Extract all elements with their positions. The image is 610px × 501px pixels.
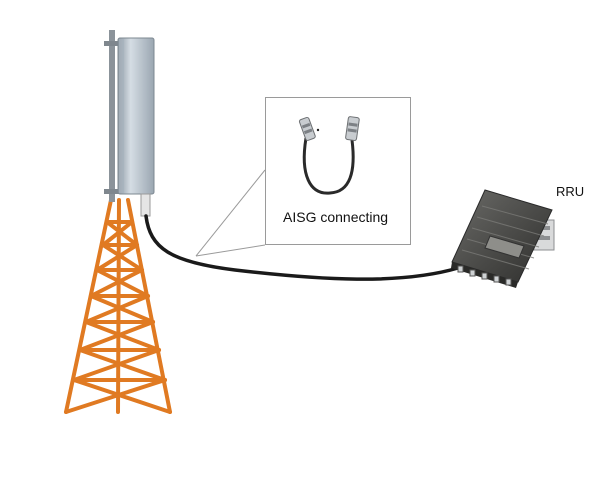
aisg-cable-icon <box>298 116 360 195</box>
aisg-cable-line <box>144 214 460 281</box>
callout-box <box>265 97 411 245</box>
rru-unit-icon <box>451 189 555 288</box>
tower-icon <box>64 198 172 414</box>
callout-pointer <box>195 169 266 257</box>
rru-label: RRU <box>556 184 585 199</box>
antenna-panel-icon <box>104 30 155 217</box>
aisg-caption: AISG connecting <box>283 209 389 225</box>
